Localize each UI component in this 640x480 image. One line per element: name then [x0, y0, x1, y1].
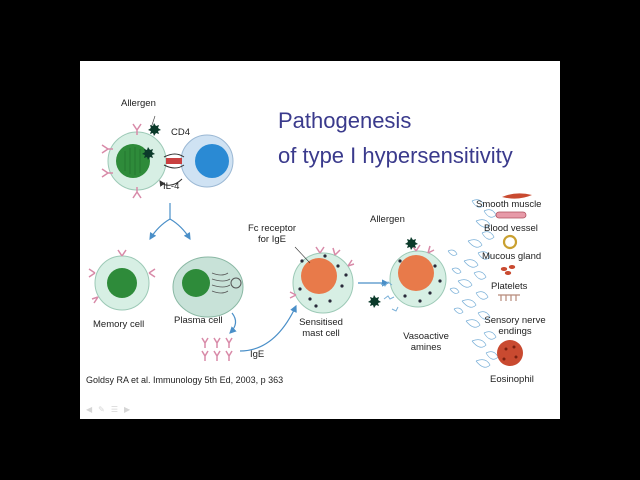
plasma-cell	[172, 256, 244, 318]
pen-icon[interactable]: ✎	[98, 405, 105, 414]
sensitised-mast-cell-label: Sensitised mast cell	[291, 317, 351, 339]
fc-receptor-label: Fc receptor for IgE	[242, 223, 302, 245]
ige-arrow	[239, 304, 297, 352]
slide: Pathogenesis of type I hypersensitivity …	[80, 61, 560, 419]
ige-label: IgE	[250, 349, 265, 360]
sensitised-line-2: mast cell	[302, 328, 340, 339]
platelets-icon	[500, 265, 516, 275]
arrow-left-icon[interactable]: ◀	[86, 405, 93, 414]
eosinophil-label: Eosinophil	[490, 374, 534, 385]
sensory-line-2: endings	[498, 326, 532, 337]
plasma-cell-label: Plasma cell	[174, 315, 223, 326]
plasma-arrow	[229, 312, 237, 334]
sensory-nerve-icon	[498, 294, 520, 301]
smooth-muscle-icon	[502, 193, 532, 199]
vasoactive-line-2: amines	[410, 342, 442, 353]
cd4-label: CD4	[171, 127, 191, 138]
allergen-icon-bound	[142, 147, 155, 160]
title-line-1: Pathogenesis	[278, 108, 412, 133]
il4-label: IL-4	[163, 181, 180, 192]
blood-vessel-label: Blood vessel	[484, 223, 538, 234]
allergen-label-mid: Allergen	[370, 214, 405, 225]
mast-cell-activated	[380, 237, 447, 312]
memory-cell-label: Memory cell	[93, 319, 145, 330]
title-line-2: of type I hypersensitivity	[278, 143, 513, 168]
b-cell-antibodies	[101, 123, 142, 199]
blood-vessel-icon	[495, 211, 527, 219]
memory-cell	[88, 249, 156, 311]
arrow-right-icon[interactable]: ▶	[124, 405, 131, 414]
mucous-gland-icon	[502, 234, 518, 250]
fc-leader	[294, 246, 311, 264]
vasoactive-line-1: Vasoactive	[403, 331, 449, 342]
t-cell	[180, 134, 234, 188]
sensory-line-1: Sensory nerve	[484, 315, 546, 326]
mast-cell-sensitised	[289, 246, 355, 314]
diagram-art	[88, 115, 532, 368]
smooth-muscle-label: Smooth muscle	[476, 199, 542, 210]
free-ige	[201, 337, 233, 361]
sensitised-line-1: Sensitised	[299, 317, 343, 328]
il4-arrow	[159, 178, 183, 187]
b-cell	[107, 131, 167, 191]
cd4-bridge	[163, 153, 185, 169]
split-arrows	[149, 203, 191, 241]
menu-icon[interactable]: ☰	[110, 405, 119, 414]
fc-receptor-line-2: for IgE	[258, 234, 286, 245]
allergen-icon-top	[148, 123, 161, 136]
mucous-gland-label: Mucous gland	[482, 251, 542, 262]
slideshow-toolbar: ◀ ✎ ☰ ▶	[86, 405, 130, 414]
eosinophil-icon	[497, 340, 523, 366]
allergen-label-top: Allergen	[121, 98, 156, 109]
platelets-label: Platelets	[491, 281, 528, 292]
fc-receptor-line-1: Fc receptor	[247, 223, 297, 234]
citation: Goldsy RA et al. Immunology 5th Ed, 2003…	[86, 375, 284, 385]
allergen-icon-free	[368, 295, 381, 308]
vasoactive-amines-label: Vasoactive amines	[396, 331, 456, 353]
sensory-nerve-label: Sensory nerve endings	[478, 315, 552, 337]
